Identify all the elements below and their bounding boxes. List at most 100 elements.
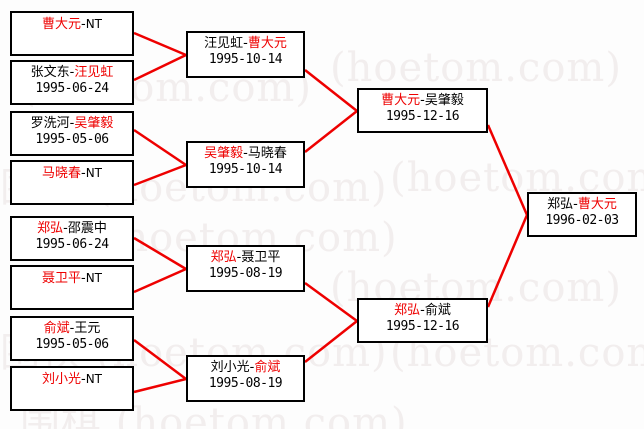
player-right: 俞斌	[424, 303, 451, 318]
player-right: 王元	[74, 321, 101, 336]
player-left: 刘小光	[41, 372, 81, 387]
connector-line	[133, 236, 187, 271]
player-left: 郑弘	[394, 303, 421, 318]
match-players: 刘小光-NT	[42, 371, 102, 388]
player-right: 曹大元	[247, 36, 287, 51]
player-right: 俞斌	[254, 360, 281, 375]
player-separator: -	[420, 303, 425, 318]
player-separator: -	[69, 65, 75, 80]
player-right: 吴肇毅	[74, 116, 114, 131]
match-date: 1995-10-14	[208, 162, 283, 177]
player-left: 俞斌	[43, 321, 70, 336]
player-right: 马晓春	[247, 146, 287, 161]
match-date: 1996-02-03	[545, 213, 619, 228]
match-box[interactable]: 马晓春-NT	[10, 160, 134, 205]
player-separator: -	[249, 360, 255, 375]
match-date: 1995-08-19	[208, 376, 283, 391]
player-left: 张文东	[30, 65, 70, 80]
player-separator: -	[243, 36, 248, 51]
match-players: 郑弘-邵震中	[37, 221, 107, 237]
player-left: 曹大元	[381, 93, 421, 108]
match-date: 1995-12-16	[385, 319, 460, 334]
player-separator: -	[236, 250, 242, 265]
player-right-nt: NT	[85, 271, 103, 285]
connector-line	[486, 214, 529, 308]
match-players: 张文东-汪见虹	[31, 65, 114, 81]
match-box[interactable]: 曹大元-NT	[10, 11, 134, 56]
match-date: 1995-08-19	[208, 266, 283, 281]
player-right-nt: NT	[85, 372, 103, 386]
connector-line	[486, 124, 529, 216]
player-right: 聂卫平	[241, 250, 281, 265]
player-right-nt: NT	[85, 17, 103, 31]
player-separator: -	[81, 166, 86, 181]
player-separator: -	[573, 197, 578, 212]
match-date: 1995-06-24	[35, 81, 109, 96]
match-players: 曹大元-吴肇毅	[381, 93, 464, 109]
connector-line	[133, 163, 187, 187]
match-box[interactable]: 刘小光-NT	[10, 366, 134, 411]
match-players: 郑弘-聂卫平	[211, 250, 281, 266]
player-left: 聂卫平	[41, 271, 81, 286]
player-separator: -	[63, 221, 68, 236]
match-players: 马晓春-NT	[42, 165, 102, 182]
connector-line	[133, 377, 187, 394]
player-left: 汪见虹	[204, 36, 244, 51]
player-separator: -	[69, 321, 75, 336]
player-left: 郑弘	[547, 197, 574, 212]
match-players: 罗洗河-吴肇毅	[31, 116, 114, 132]
player-right: 吴肇毅	[424, 93, 464, 108]
player-separator: -	[69, 116, 75, 131]
player-separator: -	[243, 146, 248, 161]
player-right: 邵震中	[67, 221, 107, 236]
match-date: 1995-06-24	[35, 237, 109, 252]
player-left: 郑弘	[37, 221, 64, 236]
player-right: 汪见虹	[74, 65, 114, 80]
match-players: 郑弘-曹大元	[547, 197, 617, 213]
player-left: 曹大元	[41, 17, 81, 32]
match-players: 汪见虹-曹大元	[204, 36, 287, 52]
connector-line	[304, 69, 358, 112]
player-right-nt: NT	[85, 166, 103, 180]
connector-line	[133, 53, 187, 82]
connector-line	[133, 267, 187, 294]
match-players: 聂卫平-NT	[42, 270, 102, 287]
connector-line	[133, 339, 187, 380]
connector-line	[133, 128, 187, 167]
player-left: 吴肇毅	[204, 146, 244, 161]
connector-line	[133, 31, 187, 57]
match-date: 1995-10-14	[208, 52, 283, 67]
player-left: 刘小光	[210, 360, 250, 375]
player-left: 罗洗河	[30, 116, 70, 131]
match-date: 1995-12-16	[385, 109, 460, 124]
match-box[interactable]: 聂卫平-NT	[10, 265, 134, 310]
player-left: 郑弘	[210, 250, 237, 265]
match-players: 郑弘-俞斌	[394, 303, 451, 319]
match-date: 1995-05-06	[35, 337, 109, 352]
player-separator: -	[81, 271, 86, 286]
match-players: 俞斌-王元	[44, 321, 101, 337]
player-separator: -	[81, 17, 86, 32]
match-players: 吴肇毅-马晓春	[204, 146, 287, 162]
connector-line	[304, 320, 358, 363]
match-players: 曹大元-NT	[42, 16, 102, 33]
connector-line	[304, 281, 358, 323]
player-left: 马晓春	[41, 166, 81, 181]
player-separator: -	[81, 372, 86, 387]
match-date: 1995-05-06	[35, 132, 109, 147]
player-right: 曹大元	[577, 197, 617, 212]
match-players: 刘小光-俞斌	[211, 360, 281, 376]
